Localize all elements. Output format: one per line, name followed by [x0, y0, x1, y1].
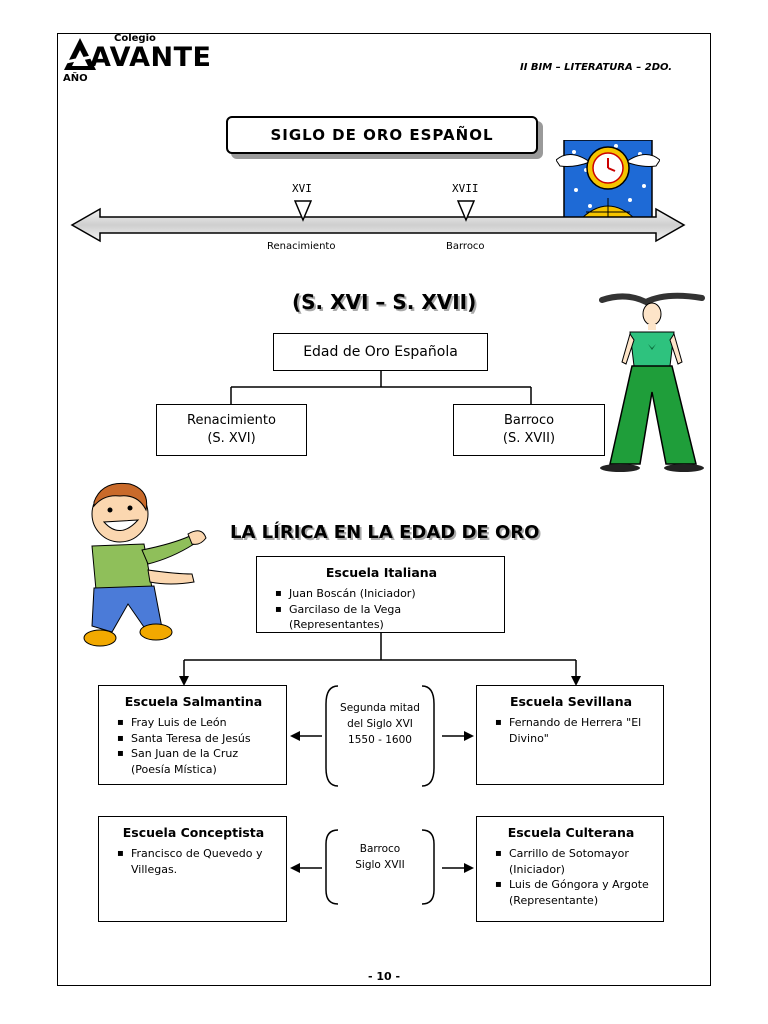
escuela-salmantina-list: Fray Luis de León Santa Teresa de Jesús … [111, 715, 276, 777]
escuela-italiana-box: Escuela Italiana Juan Boscán (Iniciador)… [256, 556, 505, 633]
tree-renacimiento-name: Renacimiento [187, 413, 276, 428]
escuela-conceptista-box: Escuela Conceptista Francisco de Quevedo… [98, 816, 287, 922]
list-item: Francisco de Quevedo y Villegas. [111, 846, 276, 877]
tree-connector [230, 370, 532, 404]
page-number: - 10 - [367, 970, 401, 983]
escuela-culterana-list: Carrillo de Sotomayor (Iniciador) Luis d… [489, 846, 653, 908]
escuela-italiana-title: Escuela Italiana [325, 565, 438, 580]
list-item: Carrillo de Sotomayor (Iniciador) [489, 846, 653, 877]
list-item: San Juan de la Cruz (Poesía Mística) [111, 746, 276, 777]
period-2-line: Barroco [359, 843, 401, 855]
winged-clock-icon [556, 140, 660, 222]
list-item: Garcilaso de la Vega (Representantes) [269, 602, 494, 633]
escuela-sevillana-title: Escuela Sevillana [509, 694, 633, 709]
page-title: SIGLO DE ORO ESPAÑOL [226, 116, 538, 154]
arrow-left-icon [290, 863, 322, 873]
logo-name: AVANTE [90, 42, 212, 73]
period-1-line: 1550 - 1600 [348, 734, 412, 746]
header-course: II BIM – LITERATURA – 2DO. [520, 62, 673, 73]
italiana-connector [179, 632, 581, 686]
arrow-right-icon [442, 863, 474, 873]
era-heading: (S. XVI – S. XVII) [292, 290, 477, 314]
period-1-text: Segunda mitad del Siglo XVI 1550 - 1600 [328, 700, 432, 748]
escuela-culterana-title: Escuela Culterana [507, 825, 635, 840]
list-item: Fray Luis de León [111, 715, 276, 731]
arrow-right-icon [442, 731, 474, 741]
escuela-salmantina-box: Escuela Salmantina Fray Luis de León San… [98, 685, 287, 785]
arrow-left-icon [290, 731, 322, 741]
period-2-text: Barroco Siglo XVII [328, 841, 432, 873]
escuela-conceptista-title: Escuela Conceptista [122, 825, 265, 840]
period-1-line: Segunda mitad [340, 702, 420, 714]
tree-root-label: Edad de Oro Española [303, 344, 458, 360]
tree-renacimiento-box: Renacimiento (S. XVI) [156, 404, 307, 456]
lirica-heading: LA LÍRICA EN LA EDAD DE ORO [230, 522, 540, 543]
timeline-arrow [70, 207, 686, 243]
period-2-brackets [325, 829, 435, 905]
list-item: Fernando de Herrera "El Divino" [489, 715, 653, 746]
list-item: Santa Teresa de Jesús [111, 731, 276, 747]
period-2-line: Siglo XVII [355, 859, 405, 871]
timeline-marker-xvi [294, 200, 312, 222]
avante-logo-icon [64, 38, 97, 70]
period-1-line: del Siglo XVI [347, 718, 413, 730]
escuela-culterana-box: Escuela Culterana Carrillo de Sotomayor … [476, 816, 664, 922]
escuela-sevillana-box: Escuela Sevillana Fernando de Herrera "E… [476, 685, 664, 785]
list-item: Juan Boscán (Iniciador) [269, 586, 494, 602]
escuela-sevillana-list: Fernando de Herrera "El Divino" [489, 715, 653, 746]
period-1-brackets [325, 685, 435, 787]
timeline-marker-xvii [457, 200, 475, 222]
page-title-text: SIGLO DE ORO ESPAÑOL [270, 126, 494, 144]
logo-year-label: AÑO [63, 73, 88, 84]
escuela-salmantina-title: Escuela Salmantina [124, 694, 263, 709]
girl-illustration-icon [599, 292, 705, 472]
boy-illustration-icon [83, 482, 207, 647]
timeline-label-renacimiento: Renacimiento [267, 241, 336, 252]
page-frame [57, 33, 711, 986]
timeline-label-xvi: XVI [292, 182, 312, 195]
timeline-label-barroco: Barroco [446, 241, 485, 252]
tree-root-box: Edad de Oro Española [273, 333, 488, 371]
list-item: Luis de Góngora y Argote (Representante) [489, 877, 653, 908]
tree-barroco-period: (S. XVII) [502, 431, 556, 446]
escuela-italiana-list: Juan Boscán (Iniciador) Garcilaso de la … [269, 586, 494, 633]
escuela-conceptista-list: Francisco de Quevedo y Villegas. [111, 846, 276, 877]
tree-barroco-box: Barroco (S. XVII) [453, 404, 605, 456]
timeline-label-xvii: XVII [452, 182, 479, 195]
tree-barroco-name: Barroco [503, 413, 555, 428]
tree-renacimiento-period: (S. XVI) [207, 431, 256, 446]
logo-school-label: Colegio [114, 33, 156, 44]
